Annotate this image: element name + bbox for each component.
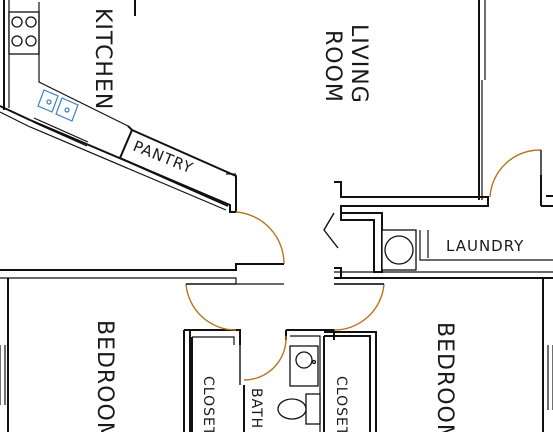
doors — [185, 149, 542, 381]
closet-left-label: CLOSET — [200, 376, 216, 432]
hall-walls — [323, 181, 553, 279]
living-room-label-line2: ROOM — [320, 30, 345, 103]
kitchen-label: KITCHEN — [90, 8, 115, 110]
closet-right-label: CLOSET — [333, 376, 349, 432]
toilet-icon — [277, 393, 321, 425]
bedroom-walls — [0, 263, 553, 432]
living-room-label-line1: LIVING — [346, 24, 371, 104]
kitchen-sink-icon — [37, 89, 79, 122]
laundry-label: LAUNDRY — [446, 237, 524, 255]
living-room-walls — [478, 0, 553, 206]
kitchen-walls — [0, 0, 237, 213]
bath-label: BATH — [248, 388, 264, 429]
bedroom-right-label: BEDROOM — [432, 322, 457, 432]
closet-bath-walls — [183, 329, 377, 432]
bedroom-left-label: BEDROOM — [92, 320, 117, 432]
